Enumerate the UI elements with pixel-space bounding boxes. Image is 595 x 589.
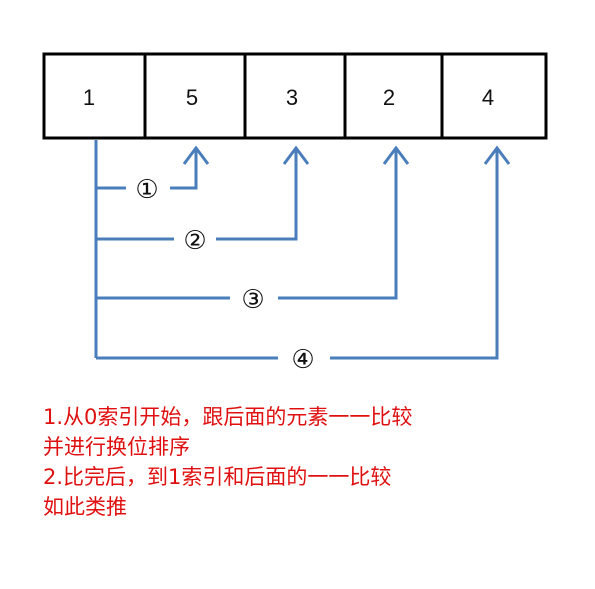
arrow-step-4 bbox=[96, 148, 499, 360]
array-cell-0: 1 bbox=[83, 85, 95, 110]
note-line-1: 1.从0索引开始，跟后面的元素一一比较 bbox=[43, 405, 413, 429]
step-label-3: ③ bbox=[241, 285, 264, 315]
arrowhead-step-2 bbox=[282, 145, 310, 165]
arrowhead-step-3 bbox=[382, 145, 410, 165]
step-label-2: ② bbox=[183, 226, 206, 256]
array-cell-2: 3 bbox=[286, 85, 298, 110]
arrow-step-1 bbox=[96, 148, 198, 190]
bubble-sort-diagram: 1 5 3 2 4 ① ② ③ ④ bbox=[42, 52, 548, 375]
step-label-1: ① bbox=[135, 175, 158, 205]
comparison-arrows bbox=[94, 140, 511, 360]
arrow-step-2 bbox=[96, 148, 298, 241]
array-cell-1: 5 bbox=[186, 85, 198, 110]
note-line-3: 2.比完后，到1索引和后面的一一比较 bbox=[43, 465, 392, 489]
arrowhead-step-4 bbox=[483, 145, 511, 165]
array-border bbox=[42, 52, 548, 140]
arrow-step-3 bbox=[96, 148, 398, 300]
step-label-4: ④ bbox=[291, 345, 314, 375]
note-line-4: 如此类推 bbox=[43, 495, 127, 519]
note-line-2: 并进行换位排序 bbox=[43, 435, 190, 459]
explanation-notes: 1.从0索引开始，跟后面的元素一一比较 并进行换位排序 2.比完后，到1索引和后… bbox=[43, 402, 563, 522]
array-cell-4: 4 bbox=[482, 85, 494, 110]
array-row: 1 5 3 2 4 bbox=[42, 52, 548, 140]
array-cell-3: 2 bbox=[383, 85, 395, 110]
arrowhead-step-1 bbox=[182, 145, 210, 165]
